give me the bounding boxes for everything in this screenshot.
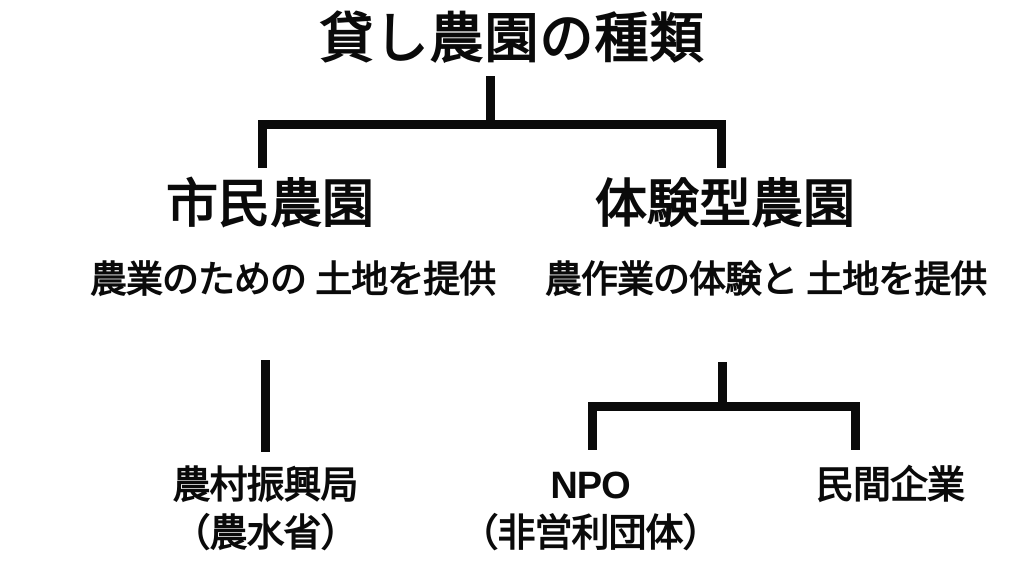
leaf-node-noson-shinkokyoku: 農村振興局 （農水省）	[105, 462, 425, 558]
connector-right-horizontal-bar	[588, 402, 860, 411]
branch-subtitle-line-2: 土地を提供	[806, 259, 987, 300]
leaf-label-line-1: 農村振興局	[172, 465, 358, 507]
branch-subtitle-shimin-noen: 農業のための 土地を提供	[90, 258, 496, 302]
leaf-label-line-2: （非営利団体）	[460, 513, 720, 555]
diagram-title: 貸し農園の種類	[319, 9, 705, 69]
connector-right-left-drop	[588, 402, 597, 450]
branch-subtitle-line-1: 農業のための	[90, 259, 307, 300]
leaf-label-line-1: 民間企業	[815, 465, 965, 507]
leaf-label-line-1: NPO	[550, 465, 630, 507]
branch-subtitle-line-2: 土地を提供	[315, 259, 496, 300]
connector-right-right-drop	[851, 402, 860, 450]
connector-top-horizontal-bar	[258, 120, 726, 129]
connector-title-stem	[486, 76, 495, 126]
connector-top-left-drop	[258, 120, 267, 168]
connector-top-right-drop	[717, 120, 726, 168]
branch-heading-shimin-noen: 市民農園	[165, 176, 374, 234]
branch-heading-taikengata-noen: 体験型農園	[594, 176, 855, 234]
branch-subtitle-line-1: 農作業の体験と	[545, 259, 798, 300]
connector-left-branch-stem	[261, 360, 270, 452]
connector-right-branch-stem	[718, 362, 727, 407]
leaf-node-npo: NPO （非営利団体）	[430, 462, 750, 558]
leaf-node-minkan-kigyo: 民間企業	[750, 462, 1024, 510]
branch-subtitle-taikengata-noen: 農作業の体験と 土地を提供	[545, 258, 987, 302]
leaf-label-line-2: （農水省）	[172, 513, 358, 555]
